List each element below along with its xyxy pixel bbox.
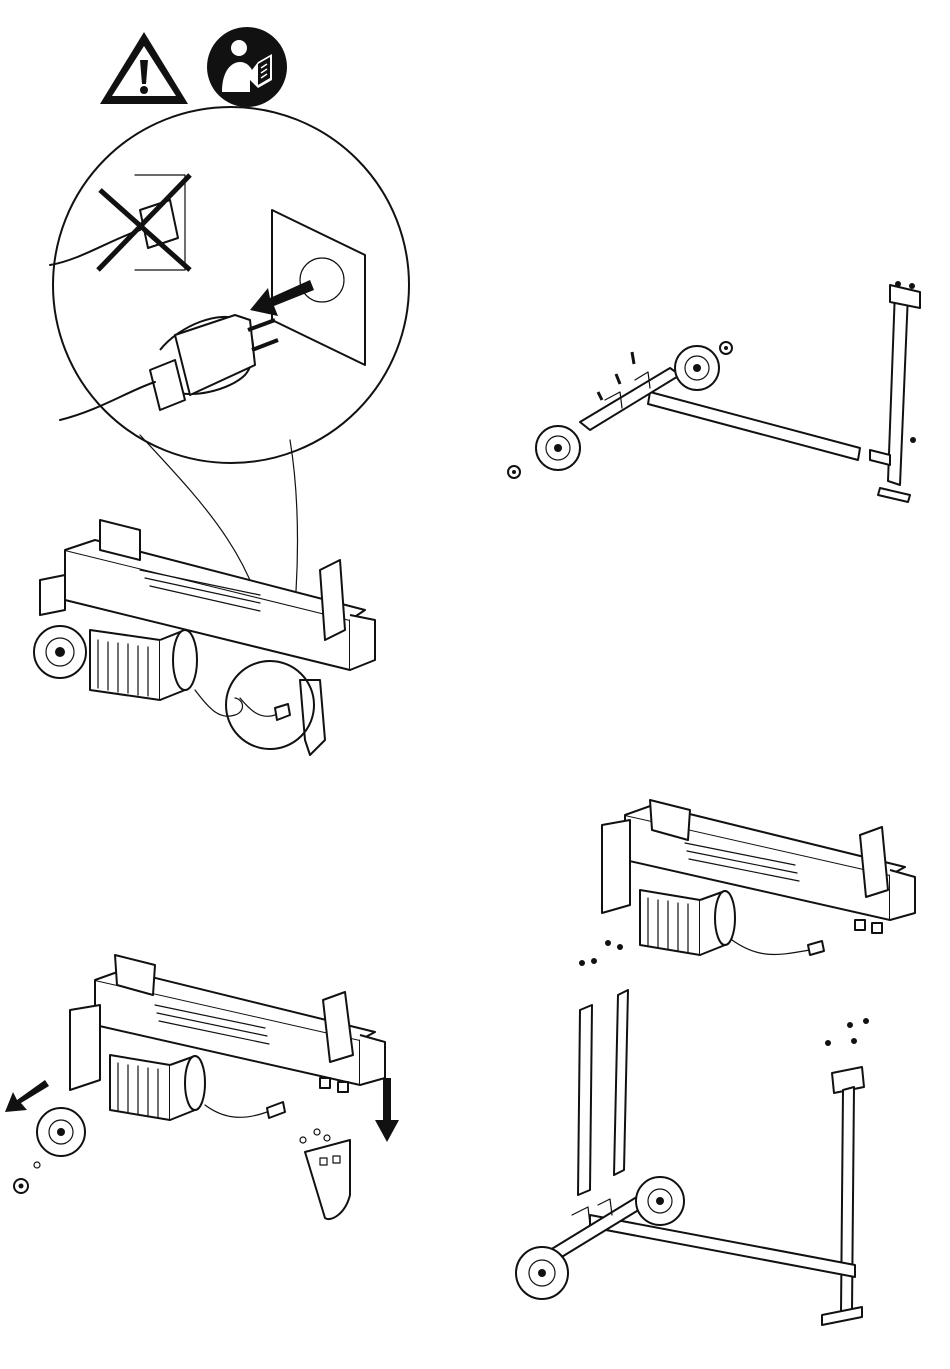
step-remove-parts-figure <box>5 960 405 1230</box>
read-manual-icon <box>206 26 288 108</box>
step-stand-parts-figure <box>500 280 930 510</box>
step-attach-stand-figure <box>510 795 930 1335</box>
warning-icon <box>96 28 192 108</box>
step-unplug-figure <box>20 120 400 760</box>
